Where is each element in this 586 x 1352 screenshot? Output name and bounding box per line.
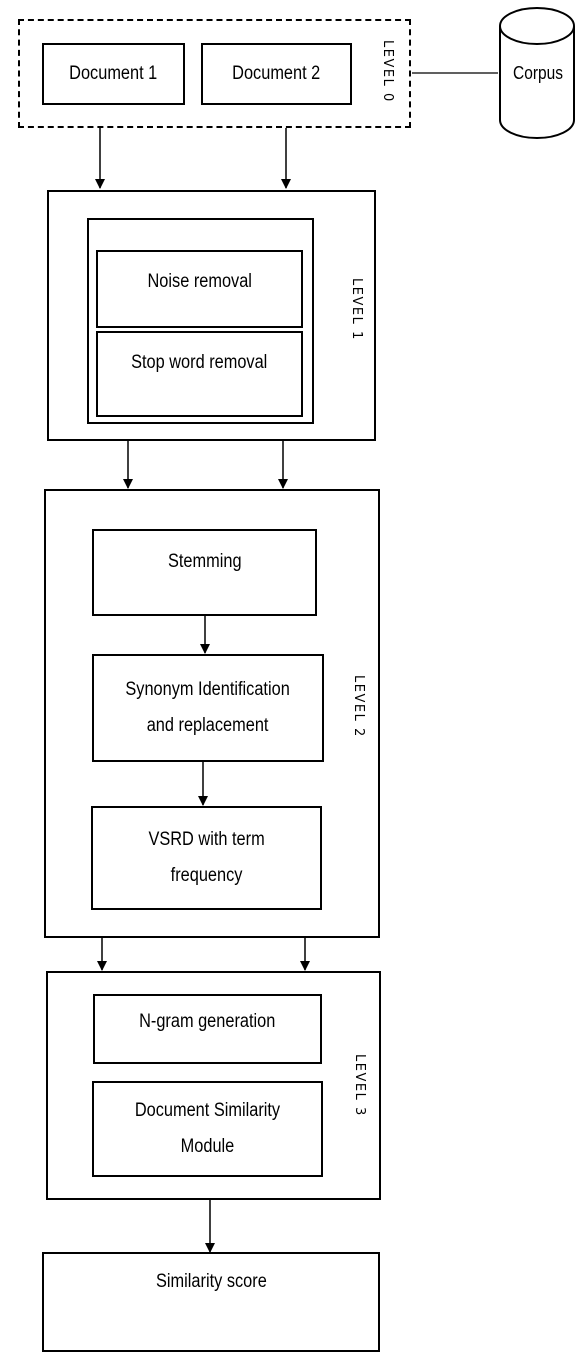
document1-label: Document 1 bbox=[69, 63, 158, 84]
stemming-label: Stemming bbox=[167, 551, 242, 572]
ngram-box: N-gram generation bbox=[93, 994, 322, 1064]
document2-box: Document 2 bbox=[201, 43, 352, 105]
stemming-box: Stemming bbox=[92, 529, 317, 616]
level1-label: LEVEL 1 bbox=[349, 278, 364, 341]
noise-removal-box: Noise removal bbox=[96, 250, 303, 328]
level3-label: LEVEL 3 bbox=[352, 1054, 367, 1117]
vsrd-label: VSRD with term frequency bbox=[148, 829, 265, 886]
level1-inner-frame bbox=[87, 218, 314, 424]
document-similarity-label: Document Similarity Module bbox=[134, 1100, 281, 1157]
level3-frame bbox=[46, 971, 381, 1200]
synonym-box: Synonym Identification and replacement bbox=[92, 654, 324, 762]
similarity-score-label-wrap: Similarity score bbox=[42, 1265, 380, 1299]
corpus-label: Corpus bbox=[513, 63, 563, 83]
document-similarity-box: Document Similarity Module bbox=[92, 1081, 323, 1177]
stop-word-removal-label: Stop word removal bbox=[131, 352, 268, 373]
level2-label: LEVEL 2 bbox=[351, 675, 366, 738]
level1-frame bbox=[47, 190, 376, 441]
document1-box: Document 1 bbox=[42, 43, 185, 105]
corpus-cylinder bbox=[499, 7, 575, 139]
level0-label: LEVEL 0 bbox=[380, 40, 395, 103]
document2-label: Document 2 bbox=[232, 63, 321, 84]
stop-word-removal-box: Stop word removal bbox=[96, 331, 303, 417]
synonym-label: Synonym Identification and replacement bbox=[125, 679, 291, 736]
vsrd-box: VSRD with term frequency bbox=[91, 806, 322, 910]
ngram-label: N-gram generation bbox=[139, 1011, 276, 1032]
level0-frame bbox=[18, 19, 411, 128]
noise-removal-label: Noise removal bbox=[147, 271, 252, 292]
level2-frame bbox=[44, 489, 380, 938]
similarity-score-label: Similarity score bbox=[155, 1271, 267, 1292]
